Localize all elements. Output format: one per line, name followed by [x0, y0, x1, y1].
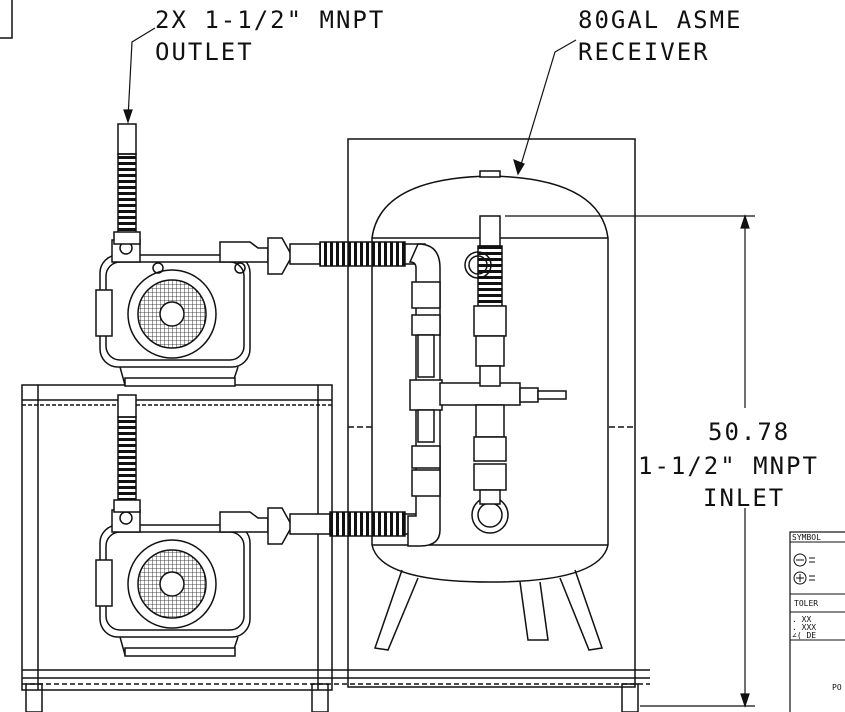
frame-corner: [0, 0, 13, 39]
upper-outlet-hose: [113, 123, 141, 245]
symbol-label: SYMBOL: [792, 533, 821, 542]
title-block: SYMBOL TOLER . XX . XXX ∠( DE PO: [789, 531, 845, 712]
tolerance-label: TOLER: [794, 599, 818, 608]
upper-pump: [95, 237, 293, 387]
minus-circle-icon: [793, 553, 807, 567]
tolerance-angle: ∠( DE: [792, 631, 816, 640]
tolerance-xxx: . XXX: [792, 623, 816, 632]
height-dimension: [505, 214, 755, 708]
callout-leaders: [123, 27, 577, 176]
plus-circle-icon: [793, 571, 807, 585]
manifold-piping: [407, 215, 567, 547]
outlet-callout-line2: OUTLET: [155, 38, 254, 66]
outlet-callout-line1: 2X 1-1/2" MNPT: [155, 6, 385, 34]
lower-outlet-hose: [113, 394, 141, 513]
receiver-callout-line2: RECEIVER: [578, 38, 710, 66]
tolerance-xx: . XX: [792, 615, 811, 624]
upper-inlet-hose: [289, 241, 426, 267]
po-label: PO: [832, 683, 842, 692]
dimension-value: 50.78: [708, 418, 790, 446]
lower-pump: [95, 507, 293, 657]
receiver-callout-line1: 80GAL ASME: [578, 6, 743, 34]
inlet-callout-line2: INLET: [703, 484, 785, 512]
inlet-callout-line1: 1-1/2" MNPT: [638, 452, 819, 480]
